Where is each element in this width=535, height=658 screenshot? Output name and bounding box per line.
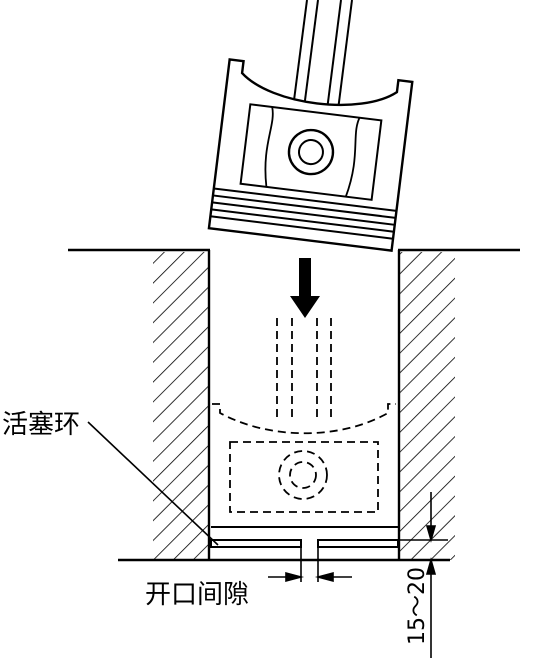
piston-assembly (207, 0, 414, 252)
end-gap-dimension (268, 547, 352, 583)
end-gap-label: 开口间隙 (145, 580, 249, 610)
piston-pin-inner (297, 139, 324, 166)
down-arrow-icon (290, 258, 320, 318)
piston-ring-leader (87, 421, 219, 546)
cylinder-wall-right (397, 248, 520, 560)
pin-boss (239, 103, 383, 201)
cylinder-wall-left (68, 248, 211, 560)
ring-grooves (210, 187, 397, 240)
piston-ring (210, 526, 399, 548)
depth-dimension (400, 492, 448, 658)
piston-dashed-outline (212, 318, 396, 513)
piston-ring-label: 活塞环 (2, 410, 80, 440)
piston-pin-outer (287, 128, 335, 176)
connecting-rod (292, 0, 353, 111)
depth-label: 15～20 (405, 567, 430, 645)
